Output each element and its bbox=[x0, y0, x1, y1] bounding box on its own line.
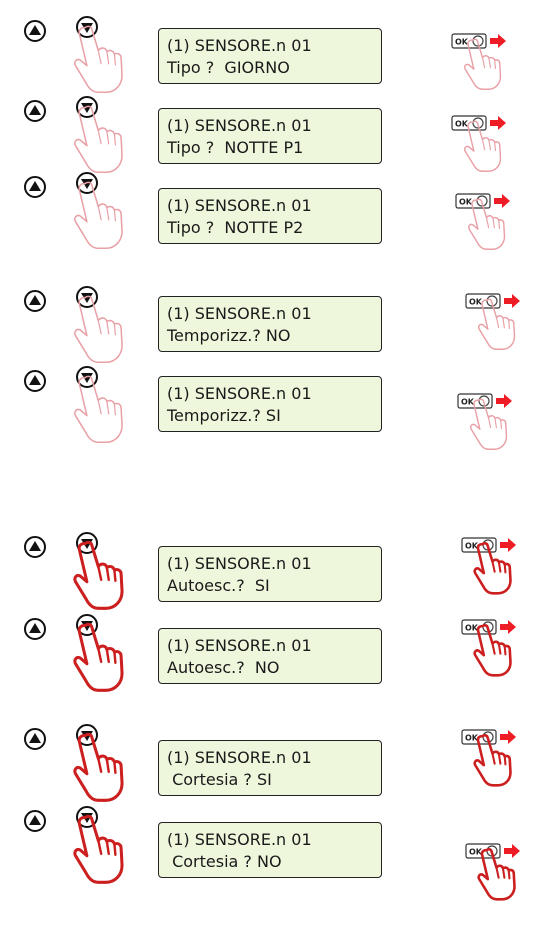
right-arrow-icon bbox=[500, 538, 516, 552]
step-row: (1) SENSORE.n 01 Temporizz.? SI OK bbox=[0, 362, 538, 450]
pointing-hand-icon bbox=[473, 624, 512, 677]
pointing-hand-icon bbox=[74, 105, 123, 174]
step-row: (1) SENSORE.n 01 Autoesc.? SI OK bbox=[0, 528, 538, 610]
step-row: (1) SENSORE.n 01 Cortesia ? NO OK bbox=[0, 802, 538, 901]
lcd-line-2: Cortesia ? NO bbox=[167, 852, 282, 871]
pointing-hand-icon bbox=[73, 622, 124, 692]
pointing-hand-icon bbox=[73, 732, 124, 802]
right-arrow-icon bbox=[490, 116, 506, 130]
pointing-hand-icon bbox=[464, 120, 502, 172]
up-key-icon[interactable] bbox=[24, 176, 46, 198]
right-arrow-icon bbox=[494, 194, 510, 208]
lcd-line-1: (1) SENSORE.n 01 bbox=[167, 384, 312, 403]
ok-key-group: OK bbox=[457, 392, 538, 462]
lcd-line-1: (1) SENSORE.n 01 bbox=[167, 636, 312, 655]
up-key-icon[interactable] bbox=[24, 618, 46, 640]
pointing-hand-icon bbox=[74, 375, 123, 444]
ok-key-group: OK bbox=[461, 536, 538, 606]
lcd-line-2: Tipo ? NOTTE P2 bbox=[167, 218, 304, 237]
step-row: (1) SENSORE.n 01 Cortesia ? SI OK bbox=[0, 720, 538, 802]
navigation-keys bbox=[10, 802, 150, 884]
lcd-line-1: (1) SENSORE.n 01 bbox=[167, 304, 312, 323]
right-arrow-icon bbox=[490, 34, 506, 48]
ok-label: OK bbox=[465, 542, 479, 551]
ok-label: OK bbox=[469, 298, 483, 307]
navigation-keys bbox=[10, 362, 150, 444]
lcd-display: (1) SENSORE.n 01 Autoesc.? SI bbox=[158, 546, 382, 602]
ok-label: OK bbox=[455, 120, 469, 129]
right-arrow-icon bbox=[504, 294, 520, 308]
pointing-hand-icon bbox=[74, 295, 123, 364]
pointing-hand-icon bbox=[470, 398, 508, 450]
lcd-line-2: Temporizz.? SI bbox=[167, 406, 281, 425]
navigation-keys bbox=[10, 282, 150, 364]
up-key-icon[interactable] bbox=[24, 728, 46, 750]
right-arrow-icon bbox=[504, 844, 520, 858]
right-arrow-icon bbox=[496, 394, 512, 408]
pointing-hand-icon bbox=[478, 298, 516, 350]
ok-label: OK bbox=[461, 398, 475, 407]
lcd-display: (1) SENSORE.n 01 Temporizz.? SI bbox=[158, 376, 382, 432]
pointing-hand-icon bbox=[73, 540, 124, 610]
pointing-hand-icon bbox=[74, 25, 123, 94]
lcd-display: (1) SENSORE.n 01 Autoesc.? NO bbox=[158, 628, 382, 684]
lcd-line-2: Temporizz.? NO bbox=[167, 326, 291, 345]
ok-key-group: OK bbox=[451, 114, 538, 184]
ok-key-group: OK bbox=[465, 842, 538, 912]
lcd-line-2: Cortesia ? SI bbox=[167, 770, 272, 789]
lcd-display: (1) SENSORE.n 01 Cortesia ? SI bbox=[158, 740, 382, 796]
right-arrow-icon bbox=[500, 620, 516, 634]
up-key-icon[interactable] bbox=[24, 810, 46, 832]
up-key-icon[interactable] bbox=[24, 20, 46, 42]
lcd-line-1: (1) SENSORE.n 01 bbox=[167, 196, 312, 215]
up-key-icon[interactable] bbox=[24, 370, 46, 392]
ok-label: OK bbox=[455, 38, 469, 47]
navigation-keys bbox=[10, 528, 150, 610]
ok-label: OK bbox=[469, 848, 483, 857]
step-row: (1) SENSORE.n 01 Autoesc.? NO OK bbox=[0, 610, 538, 692]
lcd-display: (1) SENSORE.n 01 Tipo ? NOTTE P1 bbox=[158, 108, 382, 164]
lcd-line-1: (1) SENSORE.n 01 bbox=[167, 36, 312, 55]
pointing-hand-icon bbox=[473, 542, 512, 595]
pointing-hand-icon bbox=[473, 734, 512, 787]
step-row: (1) SENSORE.n 01 Tipo ? NOTTE P2 OK bbox=[0, 168, 538, 250]
step-row: (1) SENSORE.n 01 Temporizz.? NO OK bbox=[0, 282, 538, 364]
lcd-line-1: (1) SENSORE.n 01 bbox=[167, 830, 312, 849]
pointing-hand-icon bbox=[477, 848, 516, 901]
navigation-keys bbox=[10, 168, 150, 250]
lcd-display: (1) SENSORE.n 01 Tipo ? GIORNO bbox=[158, 28, 382, 84]
lcd-line-1: (1) SENSORE.n 01 bbox=[167, 116, 312, 135]
lcd-line-2: Autoesc.? SI bbox=[167, 576, 270, 595]
ok-key-group: OK bbox=[461, 618, 538, 688]
ok-label: OK bbox=[465, 734, 479, 743]
step-row: (1) SENSORE.n 01 Tipo ? GIORNO OK bbox=[0, 12, 538, 94]
up-key-icon[interactable] bbox=[24, 536, 46, 558]
pointing-hand-icon bbox=[464, 38, 502, 90]
right-arrow-icon bbox=[500, 730, 516, 744]
lcd-line-2: Tipo ? NOTTE P1 bbox=[167, 138, 304, 157]
ok-label: OK bbox=[459, 198, 473, 207]
ok-key-group: OK bbox=[461, 728, 538, 798]
navigation-keys bbox=[10, 610, 150, 692]
ok-key-group: OK bbox=[455, 192, 538, 262]
lcd-line-2: Autoesc.? NO bbox=[167, 658, 280, 677]
lcd-line-1: (1) SENSORE.n 01 bbox=[167, 554, 312, 573]
ok-key-group: OK bbox=[451, 32, 538, 102]
lcd-display: (1) SENSORE.n 01 Cortesia ? NO bbox=[158, 822, 382, 878]
lcd-display: (1) SENSORE.n 01 Tipo ? NOTTE P2 bbox=[158, 188, 382, 244]
ok-key-group: OK bbox=[465, 292, 538, 362]
navigation-keys bbox=[10, 12, 150, 94]
pointing-hand-icon bbox=[73, 814, 124, 884]
lcd-line-2: Tipo ? GIORNO bbox=[167, 58, 290, 77]
lcd-line-1: (1) SENSORE.n 01 bbox=[167, 748, 312, 767]
lcd-display: (1) SENSORE.n 01 Temporizz.? NO bbox=[158, 296, 382, 352]
pointing-hand-icon bbox=[468, 198, 506, 250]
navigation-keys bbox=[10, 720, 150, 802]
up-key-icon[interactable] bbox=[24, 290, 46, 312]
navigation-keys bbox=[10, 92, 150, 174]
up-key-icon[interactable] bbox=[24, 100, 46, 122]
step-row: (1) SENSORE.n 01 Tipo ? NOTTE P1 OK bbox=[0, 92, 538, 174]
ok-label: OK bbox=[465, 624, 479, 633]
pointing-hand-icon bbox=[74, 181, 123, 250]
